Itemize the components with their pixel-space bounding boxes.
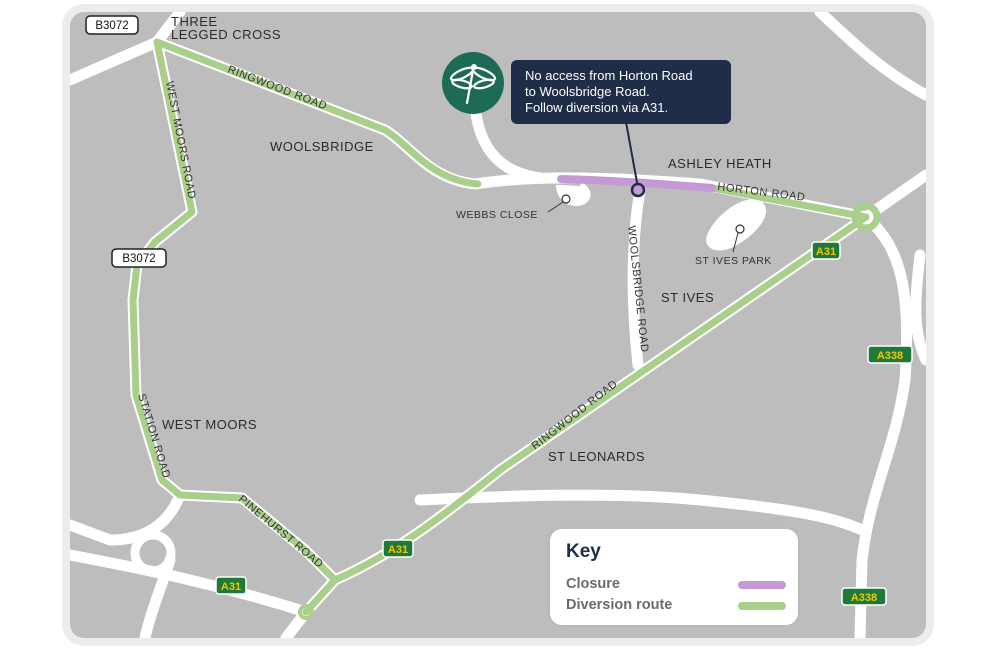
diversion-horton-road	[708, 184, 870, 221]
place-three-legged-cross-line2: LEGGED CROSS	[171, 27, 281, 42]
webbs-close-pin[interactable]	[561, 194, 571, 204]
road-west-loop	[70, 489, 186, 546]
key-title: Key	[566, 541, 601, 562]
shield-a338-upper: A338	[867, 345, 913, 364]
key-diversion-swatch	[738, 602, 786, 610]
shield-b3072-mid: B3072	[111, 248, 167, 268]
place-st-leonards: ST LEONARDS	[548, 449, 645, 464]
callout-line-1: No access from Horton Road	[525, 68, 693, 83]
diversion-station-road	[176, 491, 339, 584]
shield-a338-lower: A338	[841, 587, 887, 606]
key-diversion-label: Diversion route	[566, 597, 673, 613]
svg-text:B3072: B3072	[95, 20, 128, 32]
map-key: Key Closure Diversion route	[548, 527, 800, 627]
webbs-close-leader	[547, 201, 564, 213]
dragonfly-icon	[442, 52, 504, 114]
diversion-west-moors-road	[129, 38, 196, 499]
svg-text:A338: A338	[877, 350, 903, 362]
road-a338-spur	[910, 249, 926, 366]
closure-horton-road[interactable]	[557, 175, 716, 192]
svg-text:A338: A338	[851, 592, 877, 604]
road-a338	[854, 211, 913, 638]
svg-text:B3072: B3072	[122, 253, 155, 265]
road-a31-west	[70, 549, 312, 638]
callout-line-2: to Woolsbridge Road.	[525, 84, 650, 99]
place-st-ives: ST IVES	[661, 290, 714, 305]
shield-b3072-top: B3072	[85, 15, 139, 35]
svg-text:A31: A31	[388, 544, 408, 556]
road-woolsbridge-road	[627, 184, 646, 371]
key-closure-swatch	[738, 581, 786, 589]
st-ives-park-road	[706, 199, 766, 251]
roundabout-west-moors	[130, 530, 176, 576]
st-ives-park-leader	[732, 232, 739, 253]
closure-callout: No access from Horton Road to Woolsbridg…	[511, 60, 731, 124]
place-webbs-close: WEBBS CLOSE	[456, 209, 538, 221]
shield-a31-east: A31	[811, 241, 841, 260]
closure-marker[interactable]	[630, 182, 646, 198]
callout-pointer	[625, 121, 639, 189]
diversion-roundabout-south	[298, 604, 314, 620]
shield-a31-mid: A31	[382, 539, 414, 558]
place-three-legged-cross-line1: THREE	[171, 14, 218, 29]
callout-line-3: Follow diversion via A31.	[525, 100, 669, 115]
svg-text:A31: A31	[816, 246, 836, 258]
roundabouts	[130, 530, 176, 576]
place-st-ives-park: ST IVES PARK	[695, 255, 772, 267]
place-ashley-heath: ASHLEY HEATH	[668, 156, 772, 171]
road-north-east	[814, 12, 926, 101]
place-west-moors: WEST MOORS	[162, 417, 257, 432]
road-south-east	[414, 489, 868, 536]
diversion-roundabout-east	[851, 202, 881, 232]
shield-a31-west: A31	[215, 576, 247, 595]
key-closure-label: Closure	[566, 576, 620, 592]
svg-text:A31: A31	[221, 581, 241, 593]
place-woolsbridge: WOOLSBRIDGE	[270, 139, 374, 154]
st-ives-park-pin[interactable]	[735, 224, 745, 234]
diversion-ringwood-road-north	[153, 38, 482, 188]
